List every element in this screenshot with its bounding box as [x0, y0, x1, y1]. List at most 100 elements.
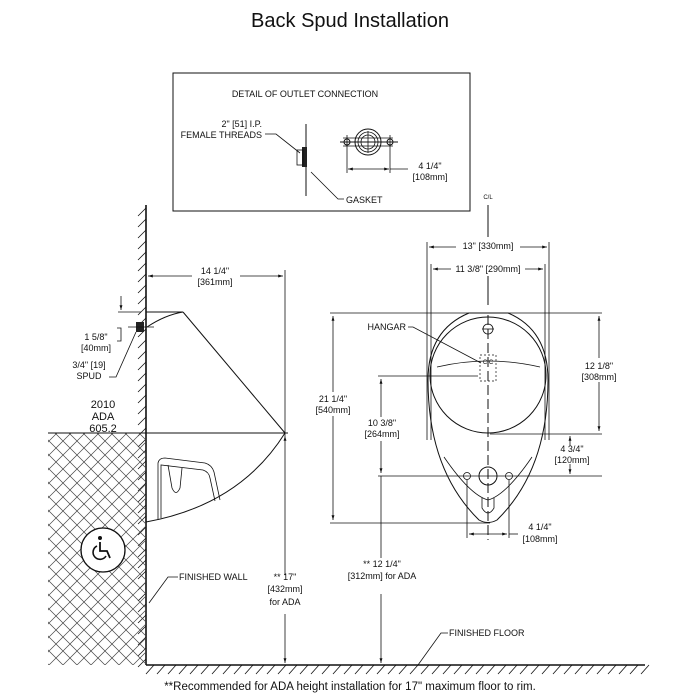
footnote: **Recommended for ADA height installatio… [164, 681, 536, 693]
floor-hatch-tick [211, 664, 221, 675]
bolt-width-in: 4 1/4" [528, 522, 551, 532]
depth-mm: [361mm] [197, 277, 232, 287]
fixture-outline [427, 312, 549, 523]
floor-hatch-tick [233, 664, 243, 675]
fixture-front [182, 311, 286, 434]
floor-hatch-tick [508, 664, 518, 675]
bowl-height-mm: [308mm] [581, 372, 616, 382]
ada-section: 605.2 [89, 423, 117, 435]
wall-hatch-tick [137, 295, 147, 305]
finished-wall-label: FINISHED WALL [179, 572, 248, 582]
rim-height-3: for ADA [269, 597, 300, 607]
spud-offset-mm: [40mm] [81, 343, 111, 353]
floor-hatch-tick [431, 664, 441, 675]
detail-width-mm: [108mm] [412, 172, 447, 182]
outlet-flange-top-view [340, 128, 408, 173]
lower-height-mm: [120mm] [554, 455, 589, 465]
finished-floor-label: FINISHED FLOOR [449, 628, 525, 638]
floor-hatch-tick [552, 664, 562, 675]
gasket-shape [302, 147, 307, 167]
floor-hatch-tick [299, 664, 309, 675]
wall-hatch-tick [137, 229, 147, 239]
wall-hatch-tick [137, 405, 147, 415]
floor-hatch-tick [530, 664, 540, 675]
page-title: Back Spud Installation [251, 10, 449, 32]
floor-hatch-tick [541, 664, 551, 675]
centerline-label: C/L [483, 195, 493, 201]
wall-hatch-tick [137, 306, 147, 316]
ada-label: ADA [92, 411, 115, 423]
floor-hatch-tick [167, 664, 177, 675]
gasket-leader [310, 171, 344, 200]
floor-hatch-tick [409, 664, 419, 675]
floor-hatch-tick [332, 664, 342, 675]
spud-to-outlet-in: 10 3/8" [368, 418, 396, 428]
lower-height-in: 4 3/4" [560, 444, 583, 454]
floor-hatch-tick [365, 664, 375, 675]
wall-hatch-tick [137, 251, 147, 261]
floor-hatch-tick [585, 664, 595, 675]
floor-hatch-tick [145, 664, 155, 675]
spud-label-2: SPUD [76, 371, 102, 381]
spud-label-1: 3/4" [19] [72, 360, 105, 370]
wall-hatch-tick [137, 339, 147, 349]
floor-hatch-tick [596, 664, 606, 675]
floor-hatch-tick [398, 664, 408, 675]
height-in: 21 1/4" [319, 394, 347, 404]
floor-hatch-tick [420, 664, 430, 675]
inner-width: 11 3/8" [290mm] [455, 264, 520, 274]
floor-hatch-tick [354, 664, 364, 675]
depth-in: 14 1/4" [201, 266, 229, 276]
floor-hatch-tick [563, 664, 573, 675]
rim-height-1: ** 17" [274, 572, 297, 582]
floor-hatch-tick [618, 664, 628, 675]
floor-hatch-tick [607, 664, 617, 675]
floor-hatch-tick [189, 664, 199, 675]
front-view: C/L 13" [330mm] 11 3/8" [290mm] C C HANG… [312, 195, 622, 663]
floor-hatch-tick [156, 664, 166, 675]
threads-leader [265, 133, 301, 154]
wall-hatch-tick [137, 207, 147, 217]
floor-hatch-tick [519, 664, 529, 675]
outlet-height-2: [312mm] for ADA [348, 571, 417, 581]
detail-of-outlet-connection: DETAIL OF OUTLET CONNECTION 2" [51] I.P.… [172, 72, 471, 212]
finished-floor: FINISHED FLOOR [145, 628, 650, 675]
floor-hatch-tick [464, 664, 474, 675]
wall-hatch-tick [137, 328, 147, 338]
height-mm: [540mm] [315, 405, 350, 415]
floor-hatch-tick [629, 664, 639, 675]
gasket-label: GASKET [346, 195, 383, 205]
bowl-height-in: 12 1/8" [585, 361, 613, 371]
wall-hatch-tick [137, 262, 147, 272]
floor-hatch [145, 664, 650, 675]
spud-offset-in: 1 5/8" [84, 332, 107, 342]
floor-hatch-tick [453, 664, 463, 675]
wall-hatch-tick [137, 361, 147, 371]
floor-hatch-tick [497, 664, 507, 675]
wall-hatch-tick [137, 284, 147, 294]
wall-hatch-tick [137, 383, 147, 393]
wall-hatch-tick [137, 394, 147, 404]
wall-hatch-tick [137, 240, 147, 250]
floor-hatch-tick [277, 664, 287, 675]
side-view: 14 1/4" [361mm] 1 5/8" [40mm] 3/4" [19] … [48, 205, 303, 668]
threads-label-2: FEMALE THREADS [181, 130, 262, 140]
floor-hatch-tick [288, 664, 298, 675]
wall-hatch-tick [137, 416, 147, 426]
threads-label-1: 2" [51] I.P. [221, 119, 262, 129]
floor-hatch-tick [640, 664, 650, 675]
spud-to-outlet-mm: [264mm] [364, 429, 399, 439]
floor-hatch-tick [321, 664, 331, 675]
rim-height-2: [432mm] [267, 584, 302, 594]
outlet-hole [478, 466, 498, 486]
wall-hatch-tick [137, 273, 147, 283]
floor-hatch-tick [574, 664, 584, 675]
hangar-label: HANGAR [367, 322, 406, 332]
wheelchair-icon [80, 527, 126, 573]
floor-hatch-tick [376, 664, 386, 675]
wall-hatch-tick [137, 218, 147, 228]
floor-hatch-tick [442, 664, 452, 675]
floor-hatch-tick [255, 664, 265, 675]
bolt-width-mm: [108mm] [522, 534, 557, 544]
wall-hatch-tick [137, 350, 147, 360]
